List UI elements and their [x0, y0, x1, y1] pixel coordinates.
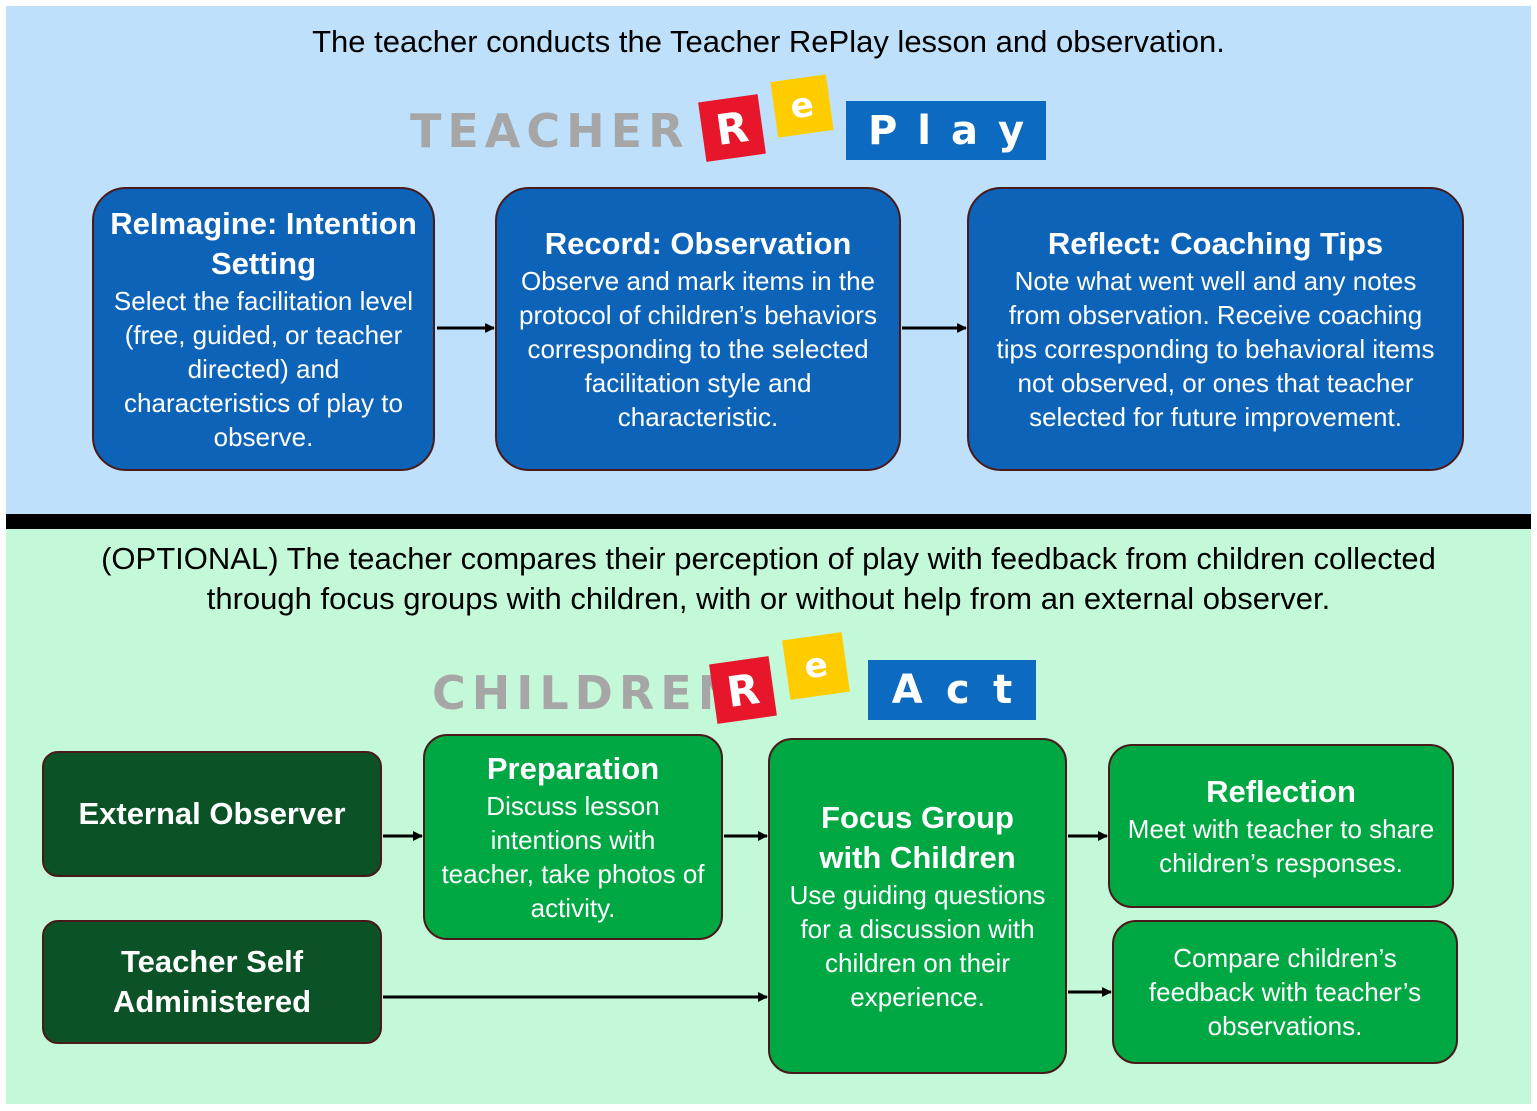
reimagine-title: ReImagine: Intention Setting: [110, 206, 417, 281]
logo-letter: c: [946, 667, 970, 713]
logo-word-children: CHILDREN: [432, 666, 743, 720]
reflect-box: Reflect: Coaching Tips Note what went we…: [967, 187, 1464, 471]
logo-word-teacher: TEACHER: [410, 104, 690, 158]
external-observer-label: External Observer: [78, 796, 346, 831]
focus-group-box: Focus Group with Children Use guiding qu…: [768, 738, 1067, 1074]
logo-letter: t: [993, 667, 1013, 713]
preparation-desc: Discuss lesson intentions with teacher, …: [441, 791, 705, 923]
logo-letter: y: [997, 107, 1025, 154]
logo-tile-act: A c t: [868, 660, 1036, 720]
record-title: Record: Observation: [544, 226, 852, 261]
record-desc: Observe and mark items in the protocol o…: [519, 266, 877, 432]
preparation-title: Preparation: [486, 751, 660, 786]
reimagine-desc: Select the facilitation level (free, gui…: [113, 286, 414, 452]
preparation-box: Preparation Discuss lesson intentions wi…: [423, 734, 723, 940]
logo-tile-play: P l a y: [846, 101, 1046, 160]
logo-letter: A: [891, 667, 923, 713]
focus-group-desc: Use guiding questions for a discussion w…: [789, 880, 1046, 1012]
children-react-panel: (OPTIONAL) The teacher compares their pe…: [6, 529, 1531, 1104]
reflect-title: Reflect: Coaching Tips: [1047, 226, 1384, 261]
self-administered-label: Teacher Self Administered: [112, 944, 312, 1019]
children-react-caption: (OPTIONAL) The teacher compares their pe…: [101, 541, 1436, 616]
record-box: Record: Observation Observe and mark ite…: [495, 187, 901, 471]
reimagine-box: ReImagine: Intention Setting Select the …: [92, 187, 435, 471]
compare-box: Compare children’s feedback with teacher…: [1112, 920, 1458, 1064]
focus-group-title: Focus Group with Children: [819, 800, 1016, 875]
logo-letter: l: [917, 107, 931, 154]
self-administered-box: Teacher Self Administered: [42, 920, 382, 1044]
logo-letter: a: [950, 107, 978, 154]
reflection-desc: Meet with teacher to share children’s re…: [1127, 814, 1435, 878]
reflection-box: Reflection Meet with teacher to share ch…: [1108, 744, 1454, 908]
teacher-replay-caption: The teacher conducts the Teacher RePlay …: [312, 24, 1225, 59]
section-divider: [6, 514, 1531, 529]
compare-desc: Compare children’s feedback with teacher…: [1148, 943, 1422, 1041]
reflect-desc: Note what went well and any notes from o…: [996, 266, 1435, 432]
teacher-replay-panel: The teacher conducts the Teacher RePlay …: [6, 6, 1531, 514]
logo-letter: P: [867, 107, 898, 154]
reflection-title: Reflection: [1206, 774, 1356, 809]
external-observer-box: External Observer: [42, 751, 382, 877]
